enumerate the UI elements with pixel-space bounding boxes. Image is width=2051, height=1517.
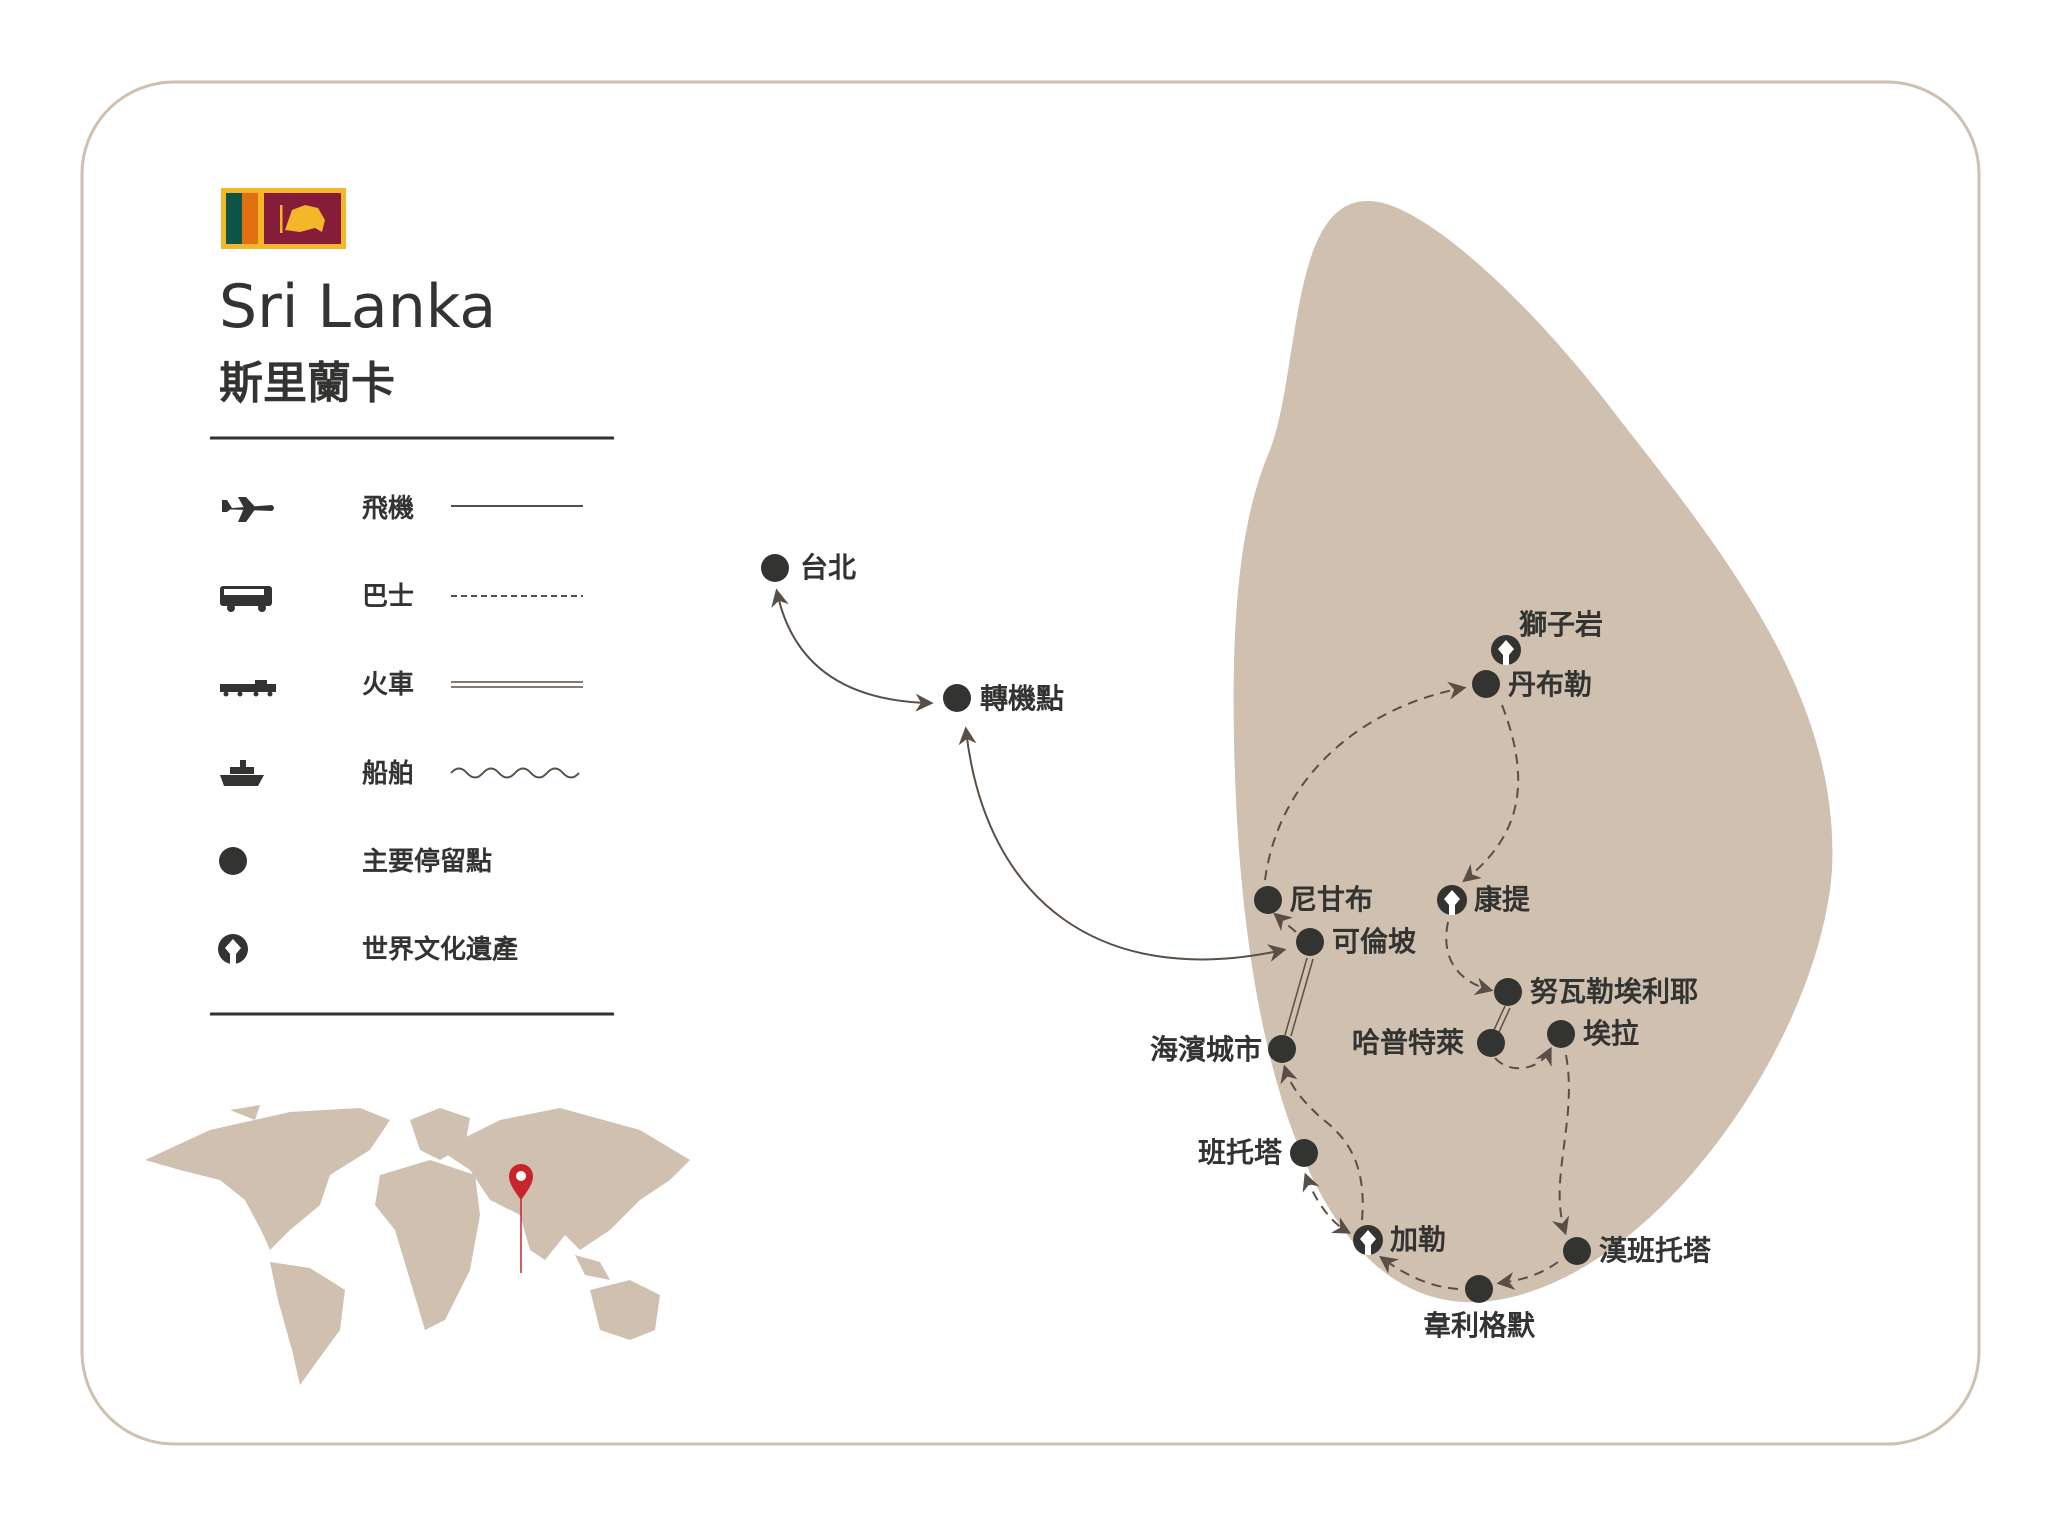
heritage-icon	[1491, 635, 1521, 665]
stop-bentota: 班托塔	[1198, 1136, 1318, 1169]
legend-label: 火車	[362, 670, 414, 700]
heritage-icon	[1437, 885, 1467, 915]
routes	[771, 588, 1570, 1290]
svg-text:加勒: 加勒	[1390, 1223, 1446, 1256]
stop-kandy: 康提	[1437, 883, 1531, 916]
stop-dot-icon	[219, 847, 247, 875]
stop-transfer: 轉機點	[943, 682, 1064, 715]
svg-text:轉機點: 轉機點	[980, 682, 1064, 715]
stop-sigiriya: 獅子岩	[1491, 608, 1603, 665]
svg-text:漢班托塔: 漢班托塔	[1599, 1234, 1712, 1267]
svg-text:獅子岩: 獅子岩	[1519, 608, 1603, 641]
legend-label: 飛機	[362, 494, 414, 524]
stop-nuwara-eliya: 努瓦勒埃利耶	[1494, 975, 1698, 1008]
stop-hambantota: 漢班托塔	[1563, 1234, 1712, 1267]
heritage-icon	[1353, 1225, 1383, 1255]
sri-lanka-flag	[221, 188, 346, 249]
stop-taipei: 台北	[761, 551, 856, 584]
stop-colombo: 可倫坡	[1296, 925, 1416, 958]
stop-galle: 加勒	[1353, 1223, 1446, 1256]
svg-text:韋利格默: 韋利格默	[1423, 1309, 1536, 1342]
page-title: Sri Lanka	[219, 272, 496, 342]
sri-lanka-island	[1233, 200, 1833, 1303]
svg-text:台北: 台北	[800, 551, 856, 584]
svg-text:可倫坡: 可倫坡	[1332, 925, 1416, 958]
legend-item-stop: 主要停留點	[219, 846, 492, 877]
svg-text:埃拉: 埃拉	[1583, 1017, 1639, 1050]
heritage-icon	[218, 934, 248, 964]
location-pin	[509, 1164, 533, 1273]
legend-label: 世界文化遺產	[362, 934, 518, 965]
svg-text:尼甘布: 尼甘布	[1289, 883, 1373, 916]
legend-label: 巴士	[362, 582, 414, 612]
world-map	[145, 1105, 690, 1385]
svg-text:努瓦勒埃利耶: 努瓦勒埃利耶	[1530, 975, 1698, 1008]
stop-ella: 埃拉	[1547, 1017, 1639, 1050]
ship-icon	[220, 760, 264, 786]
svg-text:海濱城市: 海濱城市	[1150, 1033, 1262, 1066]
page-subtitle: 斯里蘭卡	[219, 358, 395, 409]
legend-label: 主要停留點	[362, 846, 492, 877]
stop-weligama: 韋利格默	[1423, 1275, 1536, 1342]
stops: 台北 轉機點 獅子岩 丹布勒 尼甘布 康提 可倫坡 努瓦勒埃利耶 哈普特萊 埃拉…	[761, 551, 1712, 1342]
legend-label: 船舶	[362, 758, 414, 789]
svg-text:康提: 康提	[1474, 883, 1531, 916]
stop-dambulla: 丹布勒	[1472, 668, 1592, 701]
bus-icon	[220, 586, 272, 612]
svg-text:班托塔: 班托塔	[1198, 1136, 1283, 1169]
legend-item-heritage: 世界文化遺產	[218, 934, 518, 965]
legend-item-plane: 飛機	[220, 494, 583, 524]
stop-haputale: 哈普特萊	[1352, 1026, 1505, 1059]
train-icon	[220, 680, 276, 697]
legend-item-ship: 船舶	[220, 758, 580, 789]
legend-item-train: 火車	[220, 670, 583, 700]
svg-text:哈普特萊: 哈普特萊	[1352, 1026, 1464, 1059]
stop-negombo: 尼甘布	[1254, 883, 1373, 916]
airplane-icon	[220, 497, 274, 522]
legend-item-bus: 巴士	[220, 582, 583, 612]
svg-text:丹布勒: 丹布勒	[1508, 668, 1592, 701]
stop-beach-city: 海濱城市	[1150, 1033, 1296, 1066]
legend: 飛機 巴士 火車	[218, 494, 583, 965]
ship-line-sample	[450, 767, 580, 779]
